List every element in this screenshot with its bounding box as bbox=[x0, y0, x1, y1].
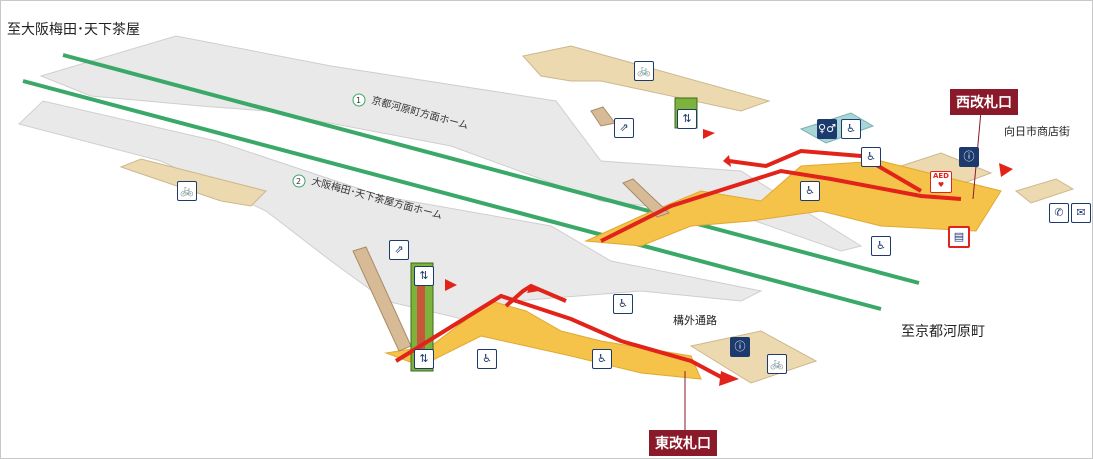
arrow-platform-2 bbox=[527, 284, 539, 293]
platform-1-number-badge bbox=[352, 93, 366, 107]
bicycle-icon: 🚲 bbox=[634, 61, 654, 81]
wheelchair-icon: ♿ bbox=[841, 119, 861, 139]
elevator-icon: ⇅ bbox=[414, 349, 434, 369]
arrow-elevator-north bbox=[703, 129, 715, 139]
restroom-pad bbox=[799, 112, 875, 144]
platform-2-shape bbox=[18, 100, 763, 322]
area-southeast bbox=[689, 330, 818, 384]
info-desk-icon: ⓘ bbox=[959, 147, 979, 167]
wheelchair-icon: ♿ bbox=[477, 349, 497, 369]
elevator-shaft-west-core bbox=[417, 269, 425, 367]
outside-passage-label: 構外通路 bbox=[673, 314, 717, 327]
arrow-platform-1 bbox=[723, 155, 731, 167]
coin-locker-icon: ▤ bbox=[948, 226, 970, 248]
stairs-middle bbox=[622, 178, 670, 218]
wheelchair-icon: ♿ bbox=[592, 349, 612, 369]
concourse-west bbox=[584, 160, 1002, 247]
direction-kyoto-kawaramachi: 至京都河原町 bbox=[901, 324, 985, 340]
platform-1-number: 1 bbox=[356, 96, 361, 105]
east-gate-label: 東改札口 bbox=[649, 430, 717, 456]
bicycle-icon: 🚲 bbox=[177, 181, 197, 201]
route-west-to-platform bbox=[728, 148, 923, 193]
arrow-east-gate bbox=[719, 371, 739, 386]
telephone-icon: ✆ bbox=[1049, 203, 1069, 223]
wheelchair-icon: ♿ bbox=[861, 147, 881, 167]
mailbox-icon: ✉ bbox=[1071, 203, 1091, 223]
direction-osaka-umeda: 至大阪梅田･天下茶屋 bbox=[7, 22, 140, 38]
route-east bbox=[394, 293, 722, 379]
wheelchair-icon: ♿ bbox=[613, 294, 633, 314]
platform-2-number: 2 bbox=[296, 177, 301, 186]
track-2 bbox=[22, 79, 882, 311]
wheelchair-icon: ♿ bbox=[800, 181, 820, 201]
route-west bbox=[600, 168, 962, 243]
stairs-north bbox=[590, 106, 616, 127]
restroom-icon: ♀♂ bbox=[817, 119, 837, 139]
platform-2-number-badge bbox=[292, 174, 306, 188]
stairs-icon: ⇗ bbox=[389, 240, 409, 260]
aed-icon: AED♥ bbox=[930, 171, 952, 193]
direction-mukomachi-shotengai: 向日市商店街 bbox=[1004, 125, 1070, 138]
stairs-icon: ⇗ bbox=[614, 118, 634, 138]
elevator-icon: ⇅ bbox=[414, 266, 434, 286]
bicycle-icon: 🚲 bbox=[767, 354, 787, 374]
route-east-to-platform bbox=[504, 283, 567, 308]
track-1 bbox=[62, 53, 920, 285]
elevator-icon: ⇅ bbox=[677, 109, 697, 129]
west-gate-label: 西改札口 bbox=[950, 89, 1018, 115]
platform-1-shape bbox=[39, 35, 863, 252]
arrow-elevator-west bbox=[445, 279, 457, 291]
area-east bbox=[1014, 178, 1075, 204]
info-desk-icon: ⓘ bbox=[730, 337, 750, 357]
arrow-west-gate bbox=[999, 163, 1013, 177]
wheelchair-icon: ♿ bbox=[871, 236, 891, 256]
